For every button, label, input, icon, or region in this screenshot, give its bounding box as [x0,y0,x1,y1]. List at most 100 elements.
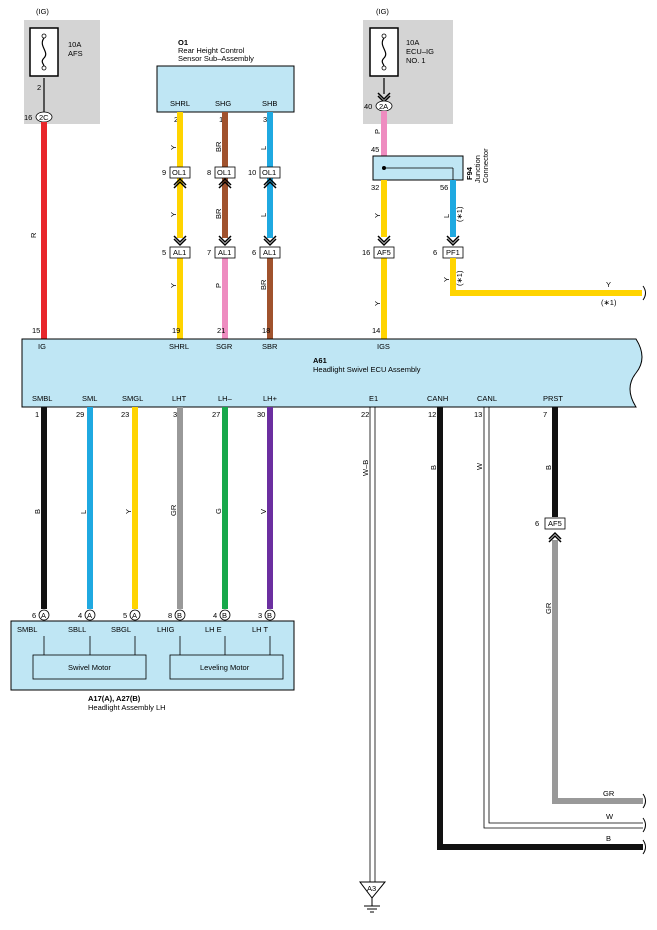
wire-label-b-canh: B [429,465,438,470]
sensor-name-1: Rear Height Control [178,46,245,55]
note-1-b: (∗1) [455,270,464,286]
svg-text:LH E: LH E [205,625,222,634]
wire-label-w-right: W [606,812,614,821]
wire-label-p-junction: P [373,129,382,134]
svg-text:10: 10 [248,168,256,177]
svg-text:SBGL: SBGL [111,625,131,634]
fuse-ecu-ig-name2: NO. 1 [406,56,426,65]
sensor-term-shb: SHB [262,99,277,108]
ecu-term-sgr: SGR [216,342,233,351]
junction-pin-56: 56 [440,183,448,192]
wire-label-y3: Y [169,283,178,288]
leveling-motor-label: Leveling Motor [200,663,250,672]
fuse-afs-amp: 10A [68,40,81,49]
headlight-assembly: A A A B B B 6 4 5 8 4 3 SMBL SBLL SBGL L… [10,609,295,712]
svg-text:B: B [222,611,227,620]
svg-text:PF1: PF1 [446,248,460,257]
ecu-term-ig: IG [38,342,46,351]
svg-text:LH T: LH T [252,625,269,634]
note-1-a: (∗1) [455,206,464,222]
svg-text:AL1: AL1 [263,248,276,257]
svg-text:6: 6 [32,611,36,620]
svg-text:27: 27 [212,410,220,419]
wire-label-gr-lht: GR [169,504,178,516]
wire-label-y-junction-1: Y [373,213,382,218]
swivel-motor-label: Swivel Motor [68,663,111,672]
svg-text:6: 6 [252,248,256,257]
ecu-term-canl: CANL [477,394,497,403]
ecu-pin-14: 14 [372,326,380,335]
svg-text:4: 4 [213,611,217,620]
wire-label-b-smbl: B [33,509,42,514]
svg-text:8: 8 [168,611,172,620]
svg-text:A: A [132,611,137,620]
svg-text:B: B [177,611,182,620]
svg-text:23: 23 [121,410,129,419]
wire-label-y-pf1: Y [442,277,451,282]
sensor-term-shrl: SHRL [170,99,190,108]
wire-label-gr-prst: GR [544,602,553,614]
ecu-term-e1: E1 [369,394,378,403]
conn-2a-id: 2A [379,102,388,111]
fuse-ecu-ig-ig: (IG) [376,7,389,16]
svg-text:30: 30 [257,410,265,419]
ecu-term-prst: PRST [543,394,563,403]
sensor-term-shg: SHG [215,99,231,108]
svg-text:22: 22 [361,410,369,419]
svg-text:A: A [87,611,92,620]
svg-text:AF5: AF5 [548,519,562,528]
junction-pin-45: 45 [371,145,379,154]
wire-label-y-junction-2: Y [373,301,382,306]
wire-label-g-lh: G [214,508,223,514]
svg-text:3: 3 [258,611,262,620]
sensor-id: O1 [178,38,188,47]
wire-label-l2: L [259,213,268,217]
sensor-name-2: Sensor Sub–Assembly [178,54,254,63]
wire-label-r: R [29,232,38,238]
wire-label-y1: Y [169,145,178,150]
wire-label-br1: BR [214,141,223,152]
svg-text:6: 6 [535,519,539,528]
ground-a3: A3 [359,881,387,913]
junction-name-2: Connector [481,148,490,183]
svg-text:3: 3 [173,410,177,419]
svg-text:AL1: AL1 [173,248,186,257]
ecu-pin-19: 19 [172,326,180,335]
svg-text:29: 29 [76,410,84,419]
svg-text:4: 4 [78,611,82,620]
connector-ol1-row: OL1 OL1 OL1 9 8 10 [162,166,281,189]
svg-text:6: 6 [433,248,437,257]
wire-r [41,122,47,340]
ecu-term-canh: CANH [427,394,448,403]
fuse-ecu-ig: (IG) 10A ECU–IG NO. 1 2A 40 [363,7,453,124]
svg-text:OL1: OL1 [217,168,231,177]
svg-text:AL1: AL1 [218,248,231,257]
svg-text:AF5: AF5 [377,248,391,257]
svg-text:5: 5 [162,248,166,257]
wire-label-v-lh: V [259,509,268,514]
svg-text:SBLL: SBLL [68,625,86,634]
fuse-afs-pin: 2 [37,83,41,92]
sensor-pin-2: 2 [174,115,178,124]
ecu-a61: IG SHRL SGR SBR IGS A61 Headlight Swivel… [21,338,643,408]
wire-label-b-right: B [606,834,611,843]
ecu-term-sbr: SBR [262,342,278,351]
svg-text:SMBL: SMBL [17,625,37,634]
leveling-motor-box [169,654,284,680]
svg-text:5: 5 [123,611,127,620]
svg-text:OL1: OL1 [172,168,186,177]
ecu-term-smbl: SMBL [32,394,52,403]
ecu-name: Headlight Swivel ECU Assembly [313,365,421,374]
conn-2c-id: 2C [39,113,49,122]
wire-label-br2: BR [214,208,223,219]
ecu-term-lh-plus: LH+ [263,394,278,403]
junction-f94: F94 Junction Connector [372,148,490,183]
junction-name-1: Junction [473,155,482,183]
wire-label-y-smgl: Y [124,509,133,514]
fuse-afs: (IG) 10A AFS 2 2C 16 [24,7,100,124]
svg-text:A: A [41,611,46,620]
svg-text:7: 7 [543,410,547,419]
ground-id: A3 [367,884,376,893]
wires-top: R 15 Y Y Y BR BR P L L BR OL1 OL1 OL1 9 [29,111,646,340]
connector-af5-lower [544,517,566,530]
